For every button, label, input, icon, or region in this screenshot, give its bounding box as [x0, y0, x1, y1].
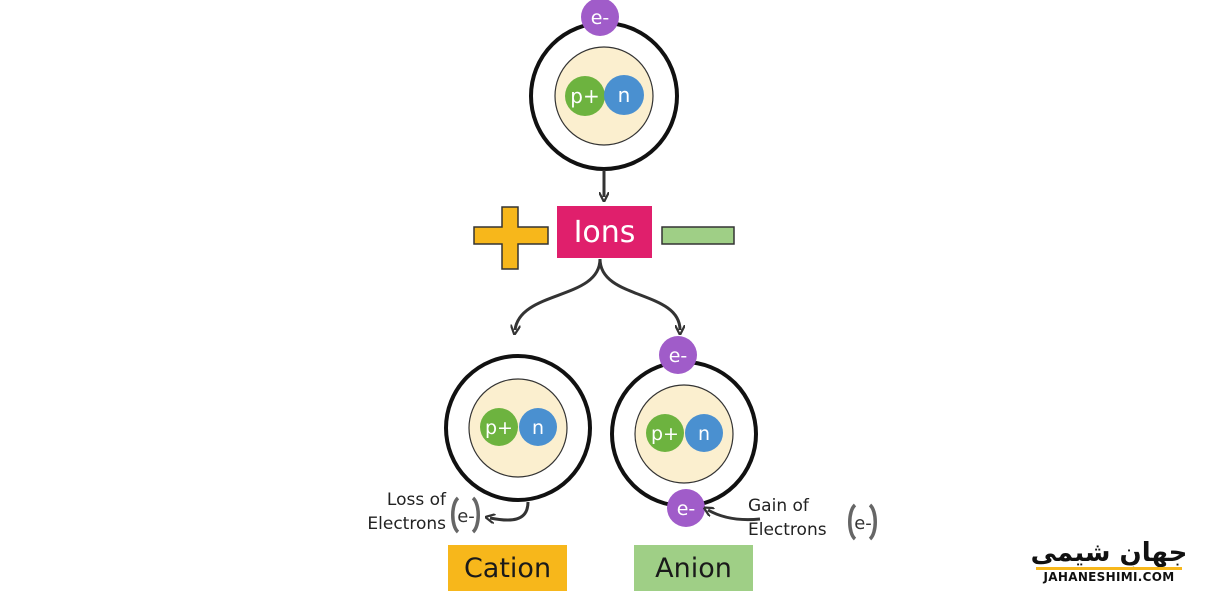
proton: p+	[480, 408, 518, 446]
cation-atom: p+ n	[444, 354, 592, 502]
svg-text:n: n	[698, 423, 710, 445]
gain-line-1: Gain of	[748, 496, 809, 516]
svg-text:e-: e-	[669, 345, 688, 367]
anion-label: Anion	[634, 545, 753, 591]
electron: e-	[667, 489, 705, 527]
svg-text:e-: e-	[457, 506, 475, 527]
gain-line-2: Electrons	[748, 520, 827, 540]
electron: e-	[581, 0, 619, 36]
loss-line-2: Electrons	[367, 514, 446, 534]
loss-line-1: Loss of	[386, 490, 446, 510]
svg-text:n: n	[618, 83, 631, 107]
svg-text:e-: e-	[591, 7, 610, 29]
cation-label: Cation	[448, 545, 567, 591]
svg-text:e-: e-	[854, 513, 872, 534]
ions-label: Ions	[557, 206, 652, 258]
lost-electron: e-	[451, 496, 480, 534]
electron: e-	[659, 336, 697, 374]
neutron: n	[519, 408, 557, 446]
proton: p+	[565, 76, 605, 116]
anion-atom: p+ n e- e-	[610, 336, 758, 527]
svg-text:p+: p+	[485, 417, 513, 439]
svg-text:p+: p+	[570, 84, 599, 108]
proton: p+	[646, 414, 684, 452]
loss-of-electrons-label: Loss of Electrons	[346, 488, 446, 536]
neutron: n	[604, 75, 644, 115]
logo-underline	[1036, 567, 1182, 570]
gain-arrow	[708, 510, 761, 522]
arrow-to-cation	[515, 258, 602, 330]
neutron: n	[685, 414, 723, 452]
svg-text:e-: e-	[677, 498, 696, 520]
gain-of-electrons-label: Gain of Electrons	[748, 494, 848, 542]
site-logo: جهانِ شیمی JAHANESHIMI.COM	[1030, 537, 1188, 589]
plus-sign	[473, 206, 549, 270]
svg-text:n: n	[532, 417, 544, 439]
svg-text:p+: p+	[651, 423, 679, 445]
gained-electron: e-	[848, 503, 877, 541]
logo-arabic-text: جهانِ شیمی	[1030, 538, 1188, 568]
logo-latin-text: JAHANESHIMI.COM	[1043, 570, 1175, 584]
arrow-to-anion	[598, 258, 680, 330]
neutral-atom: p+ n e-	[529, 0, 679, 171]
loss-arrow	[490, 501, 530, 520]
minus-sign	[661, 226, 735, 245]
